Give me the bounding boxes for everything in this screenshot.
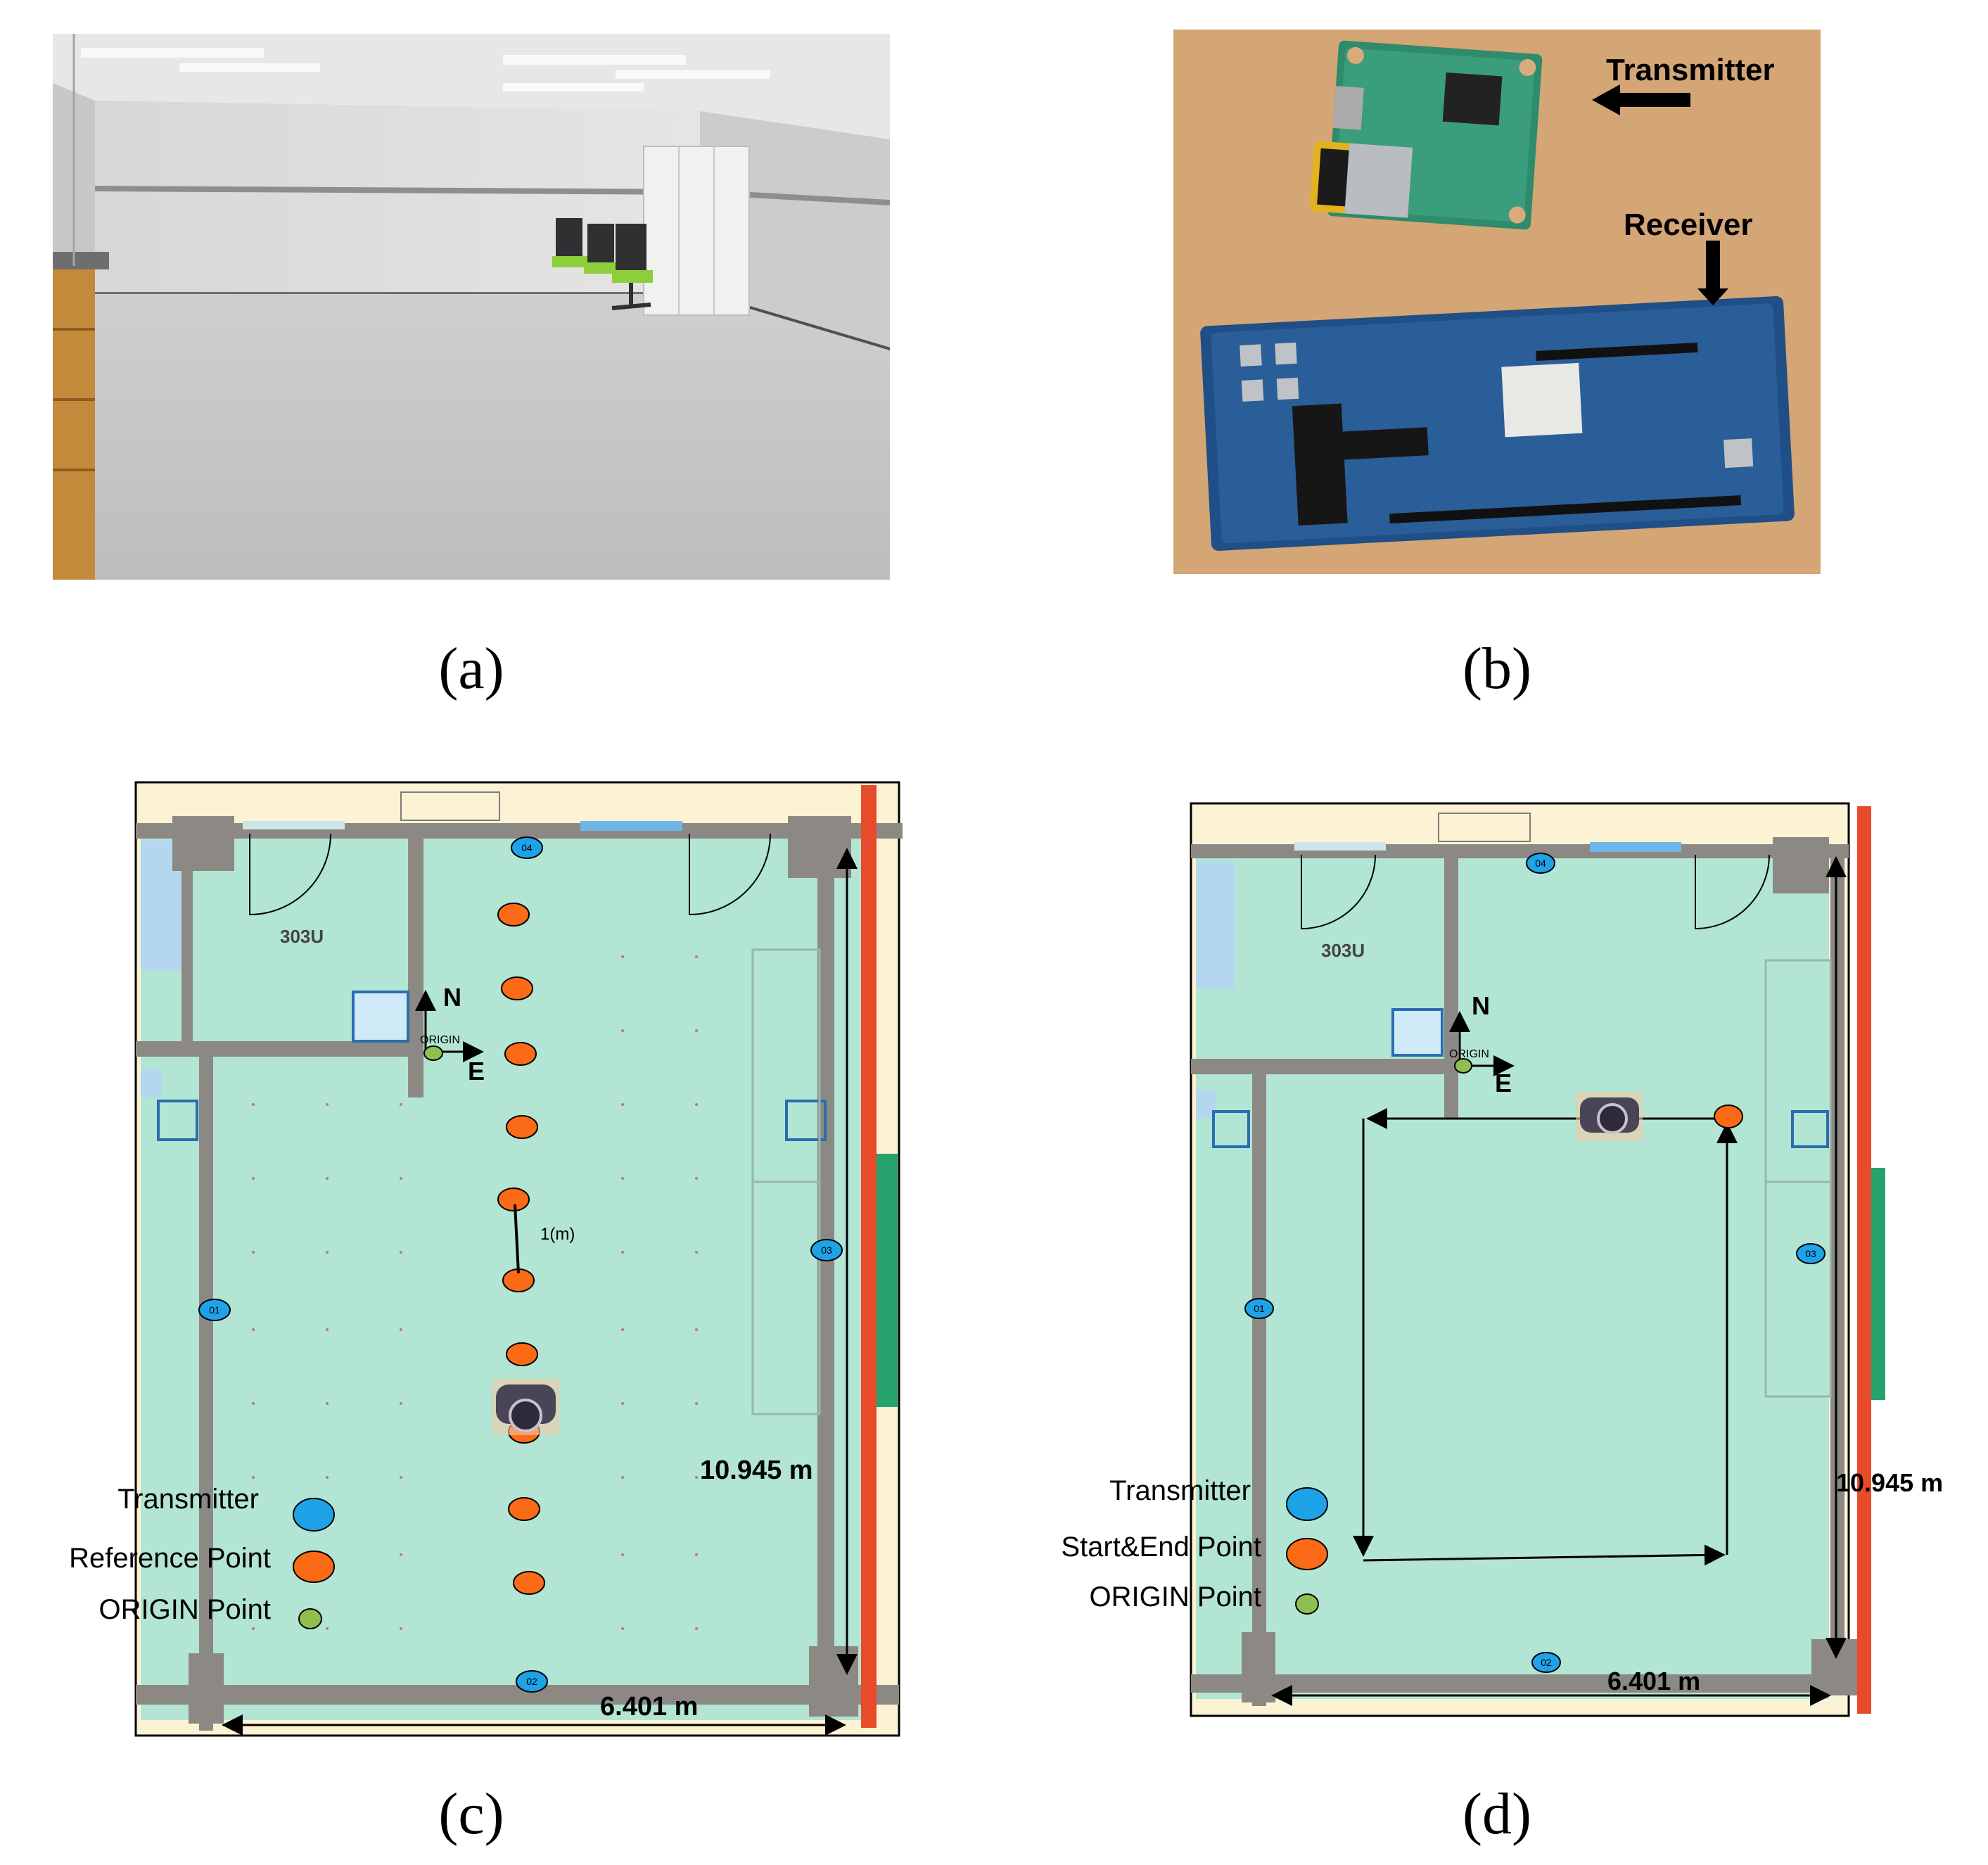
floorplan-d: 303U N E ORIGIN 01 02 03 04 10.945 m 6.4…: [1061, 802, 1943, 1717]
legend-d: Transmitter Start&End Point ORIGIN Point: [1061, 1475, 1328, 1615]
ceiling-light: [179, 63, 320, 72]
legend-origin-label: ORIGIN Point: [98, 1594, 271, 1625]
reference-point: [497, 903, 530, 927]
start-end-point: [1714, 1105, 1743, 1128]
walking-path: [1353, 1108, 1738, 1566]
spacing-line: [514, 1204, 520, 1274]
origin-point: [423, 1045, 443, 1061]
svg-text:03: 03: [1805, 1248, 1816, 1259]
width-label: 6.401 m: [1607, 1667, 1700, 1695]
transmitter-01: 01: [198, 1299, 231, 1321]
legend-transmitter-swatch: [293, 1498, 335, 1532]
transmitter-02: 02: [516, 1670, 548, 1693]
storage-cabinet: [643, 146, 750, 316]
transmitter-03: 03: [1796, 1243, 1825, 1264]
caption-b: (b): [1463, 636, 1531, 701]
reference-point: [513, 1571, 545, 1595]
room-label: 303U: [280, 926, 324, 947]
transmitter-03: 03: [810, 1239, 843, 1261]
origin-label: ORIGIN: [420, 1034, 460, 1046]
caption-d: (d): [1463, 1781, 1531, 1847]
transmitter-04: 04: [1526, 853, 1555, 874]
legend-origin-swatch: [298, 1608, 322, 1629]
reference-point: [506, 1342, 538, 1366]
transmitter-board: [1309, 40, 1543, 230]
width-label: 6.401 m: [600, 1692, 698, 1721]
caption-a: (a): [438, 636, 504, 701]
transmitter-04: 04: [511, 836, 543, 859]
origin-point: [1454, 1058, 1472, 1074]
room-label: 303U: [1321, 940, 1365, 961]
legend-origin-swatch: [1295, 1593, 1319, 1615]
spacing-label: 1(m): [540, 1225, 575, 1244]
office-chairs: [552, 218, 653, 310]
svg-text:02: 02: [1541, 1657, 1552, 1668]
transmitter-02: 02: [1531, 1652, 1561, 1673]
svg-text:03: 03: [821, 1245, 832, 1256]
hardware-photo: Transmitter Receiver: [1173, 30, 1821, 574]
receiver-arrow: [1697, 241, 1728, 305]
reference-point: [506, 1115, 538, 1139]
svg-text:02: 02: [526, 1676, 537, 1687]
north-label: N: [443, 983, 461, 1012]
svg-text:01: 01: [209, 1304, 220, 1316]
legend-c: Transmitter Reference Point ORIGIN Point: [69, 1484, 335, 1629]
reference-point: [497, 1188, 530, 1211]
person-icon: [492, 1379, 559, 1435]
person-icon: [1576, 1092, 1643, 1141]
legend-point-label: Start&End Point: [1061, 1532, 1261, 1562]
caption-c: (c): [438, 1781, 504, 1847]
receiver-label: Receiver: [1624, 208, 1752, 242]
transmitter-01: 01: [1244, 1298, 1274, 1319]
floorplan-c: 303U N E ORIGIN 1(m) 01 02 03 0: [69, 781, 903, 1737]
ceiling-light: [81, 48, 264, 58]
wooden-shelves: [53, 266, 95, 580]
reference-points: [497, 903, 545, 1595]
legend-transmitter-label: Transmitter: [1109, 1475, 1251, 1506]
height-label: 10.945 m: [700, 1456, 813, 1485]
svg-text:04: 04: [521, 842, 533, 853]
ceiling-light: [503, 83, 644, 91]
height-label: 10.945 m: [1836, 1468, 1943, 1497]
legend-point-swatch: [293, 1551, 335, 1583]
receiver-board: [1200, 295, 1795, 551]
origin-label: ORIGIN: [1449, 1048, 1489, 1060]
transmitter-label: Transmitter: [1606, 53, 1775, 87]
reference-point: [504, 1042, 537, 1066]
reference-point: [508, 1497, 540, 1521]
legend-point-swatch: [1286, 1538, 1328, 1570]
legend-transmitter-swatch: [1286, 1487, 1328, 1521]
ceiling-light: [503, 55, 686, 65]
svg-text:04: 04: [1535, 858, 1546, 869]
legend-origin-label: ORIGIN Point: [1089, 1581, 1261, 1612]
transmitter-arrow: [1592, 84, 1690, 115]
reference-point: [501, 976, 533, 1000]
east-label: E: [1495, 1069, 1512, 1097]
svg-text:01: 01: [1254, 1303, 1265, 1314]
east-label: E: [468, 1057, 485, 1086]
north-label: N: [1472, 991, 1490, 1020]
ceiling-light: [616, 70, 770, 79]
room-photo: [53, 34, 890, 580]
legend-point-label: Reference Point: [69, 1543, 271, 1574]
legend-transmitter-label: Transmitter: [117, 1484, 259, 1515]
